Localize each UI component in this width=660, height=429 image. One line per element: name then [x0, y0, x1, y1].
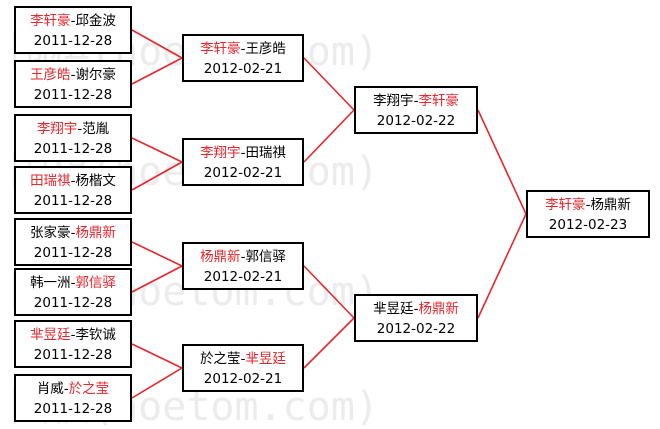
player-b: 邱金波: [75, 13, 116, 29]
match-r1-5: 张家豪-杨鼎新 2011-12-28: [14, 218, 132, 266]
match-date: 2011-12-28: [33, 295, 113, 311]
player-b: 田瑞祺: [245, 145, 286, 161]
separator: -: [70, 13, 76, 29]
separator: -: [585, 197, 591, 213]
player-b: 杨鼎新: [590, 197, 631, 213]
separator: -: [240, 145, 246, 161]
match-date: 2012-02-22: [376, 113, 456, 129]
match-date: 2012-02-21: [203, 165, 283, 181]
match-r1-7: 芈昱廷-李钦诚 2011-12-28: [14, 320, 132, 368]
separator: -: [413, 93, 419, 109]
player-a: 李轩豪: [30, 13, 71, 29]
match-date: 2011-12-28: [33, 347, 113, 363]
connector-line: [477, 109, 527, 215]
player-a: 李轩豪: [200, 41, 241, 57]
connector-line: [303, 109, 355, 163]
match-date: 2011-12-28: [33, 401, 113, 417]
separator: -: [70, 275, 76, 291]
connector-line: [303, 317, 355, 369]
separator: -: [240, 351, 246, 367]
connector-line: [131, 241, 183, 267]
player-a: 李轩豪: [545, 197, 586, 213]
match-r2-4: 於之莹-芈昱廷 2012-02-21: [182, 344, 304, 392]
player-b: 李钦诚: [75, 327, 116, 343]
match-date: 2011-12-28: [33, 33, 113, 49]
player-a: 田瑞祺: [30, 173, 71, 189]
match-r1-2: 王彦皓-谢尔豪 2011-12-28: [14, 60, 132, 108]
match-r3-1: 李翔宇-李轩豪 2012-02-22: [354, 86, 478, 134]
separator: -: [70, 327, 76, 343]
player-b: 杨楷文: [75, 173, 116, 189]
connector-line: [131, 57, 183, 85]
player-a: 李翔宇: [200, 145, 241, 161]
match-r1-8: 肖威-於之莹 2011-12-28: [14, 374, 132, 422]
match-date: 2011-12-28: [33, 141, 113, 157]
player-a: 杨鼎新: [200, 249, 241, 265]
player-b: 郭信驿: [245, 249, 286, 265]
player-b: 王彦皓: [245, 41, 286, 57]
player-b: 杨鼎新: [75, 225, 116, 241]
match-date: 2012-02-22: [376, 321, 456, 337]
separator: -: [240, 41, 246, 57]
match-date: 2012-02-21: [203, 269, 283, 285]
player-a: 肖威: [36, 381, 64, 397]
connector-line: [303, 265, 355, 319]
match-final: 李轩豪-杨鼎新 2012-02-23: [526, 190, 650, 238]
player-a: 芈昱廷: [373, 301, 414, 317]
match-date: 2012-02-21: [203, 371, 283, 387]
player-a: 王彦皓: [30, 67, 71, 83]
match-r2-3: 杨鼎新-郭信驿 2012-02-21: [182, 242, 304, 290]
separator: -: [70, 225, 76, 241]
connector-line: [131, 265, 183, 293]
player-b: 范胤: [82, 121, 110, 137]
match-date: 2012-02-23: [548, 217, 628, 233]
player-b: 芈昱廷: [245, 351, 286, 367]
separator: -: [413, 301, 419, 317]
match-date: 2012-02-21: [203, 61, 283, 77]
connector-line: [131, 29, 183, 59]
player-a: 芈昱廷: [30, 327, 71, 343]
player-a: 於之莹: [200, 351, 241, 367]
connector-line: [131, 137, 183, 163]
player-a: 李翔宇: [36, 121, 78, 137]
match-r2-2: 李翔宇-田瑞祺 2012-02-21: [182, 138, 304, 186]
match-r1-3: 李翔宇-范胤 2011-12-28: [14, 114, 132, 162]
match-r3-2: 芈昱廷-杨鼎新 2012-02-22: [354, 294, 478, 342]
connector-line: [131, 161, 183, 191]
player-b: 谢尔豪: [75, 67, 116, 83]
connector-line: [131, 343, 183, 369]
player-a: 张家豪: [30, 225, 71, 241]
separator: -: [77, 121, 83, 137]
match-r1-1: 李轩豪-邱金波 2011-12-28: [14, 6, 132, 54]
player-b: 郭信驿: [75, 275, 116, 291]
player-b: 李轩豪: [418, 93, 459, 109]
match-date: 2011-12-28: [33, 193, 113, 209]
separator: -: [240, 249, 246, 265]
separator: -: [63, 381, 69, 397]
separator: -: [70, 173, 76, 189]
player-b: 杨鼎新: [418, 301, 459, 317]
player-a: 李翔宇: [373, 93, 414, 109]
connector-line: [303, 57, 355, 111]
connector-line: [477, 213, 527, 319]
connector-line: [131, 367, 183, 399]
match-r1-4: 田瑞祺-杨楷文 2011-12-28: [14, 166, 132, 214]
match-date: 2011-12-28: [33, 87, 113, 103]
match-r1-6: 韩一洲-郭信驿 2011-12-28: [14, 268, 132, 316]
separator: -: [70, 67, 76, 83]
player-a: 韩一洲: [30, 275, 71, 291]
match-r2-1: 李轩豪-王彦皓 2012-02-21: [182, 34, 304, 82]
player-b: 於之莹: [68, 381, 110, 397]
match-date: 2011-12-28: [33, 245, 113, 261]
